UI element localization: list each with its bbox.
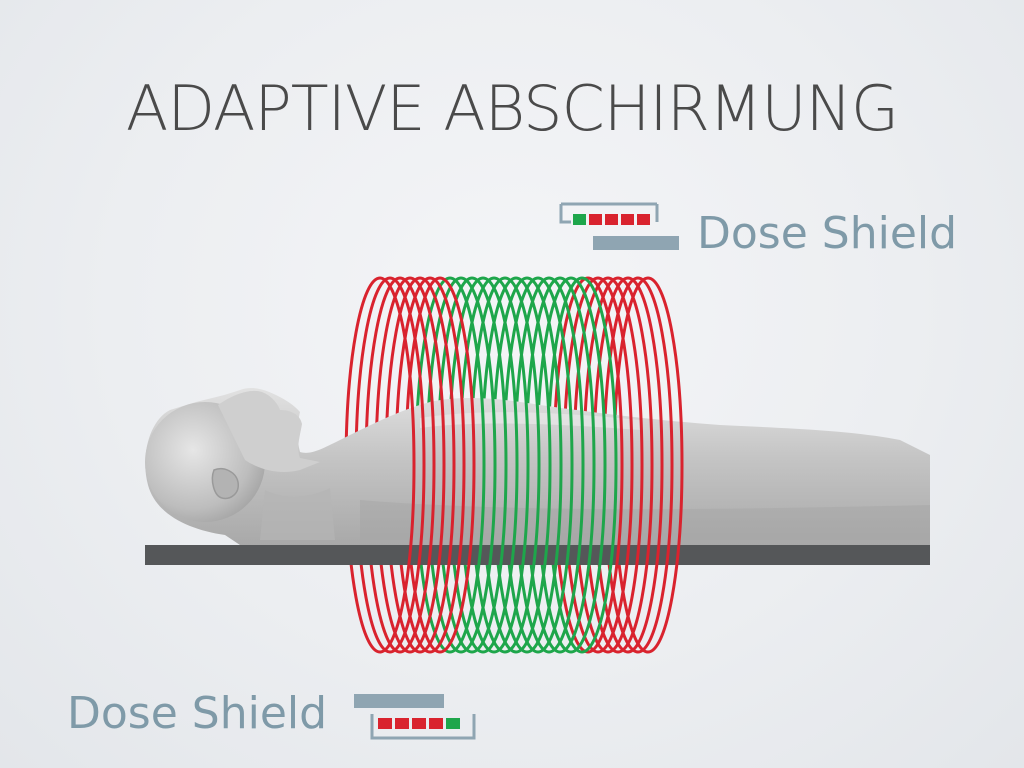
- dose-shield-label-top: Dose Shield: [697, 208, 958, 259]
- gantry-ring-front: [570, 276, 607, 654]
- indicator-segment-red: [378, 718, 392, 729]
- gantry-ring-front: [587, 276, 624, 654]
- gantry-ring-front: [429, 276, 466, 654]
- gantry-ring-front: [581, 276, 618, 654]
- gantry-ring-front: [482, 276, 519, 654]
- gantry-ring-front: [617, 276, 654, 654]
- indicator-segment-red: [637, 214, 650, 225]
- gantry-ring-front: [419, 276, 456, 654]
- indicator-segment-red: [412, 718, 426, 729]
- gantry-ring-front: [627, 276, 664, 654]
- gantry-ring-front: [526, 276, 563, 654]
- gantry-ring-front: [637, 276, 674, 654]
- indicator-segment-red: [429, 718, 443, 729]
- scanner-gantry-rings-front: [379, 276, 684, 654]
- gantry-ring-front: [607, 276, 644, 654]
- indicator-segment-red: [605, 214, 618, 225]
- dose-shield-label-bottom: Dose Shield: [67, 688, 328, 739]
- gantry-ring-front: [389, 276, 426, 654]
- gantry-ring-front: [493, 276, 530, 654]
- gantry-ring-front: [409, 276, 446, 654]
- gantry-ring-front: [449, 276, 486, 654]
- gantry-ring-front: [439, 276, 476, 654]
- gantry-ring-front: [471, 276, 508, 654]
- gantry-ring-front: [597, 276, 634, 654]
- dose-shield-indicator-icon: [354, 694, 476, 740]
- indicator-segment-red: [395, 718, 409, 729]
- slide-title: ADAPTIVE ABSCHIRMUNG: [125, 72, 899, 145]
- gantry-ring-front: [559, 276, 596, 654]
- gantry-ring-front: [399, 276, 436, 654]
- gantry-ring-front: [460, 276, 497, 654]
- indicator-segment-green: [446, 718, 460, 729]
- gantry-ring-front: [515, 276, 552, 654]
- gantry-ring-front: [537, 276, 574, 654]
- gantry-ring-front: [379, 276, 416, 654]
- dose-shield-indicator-icon: [559, 202, 679, 250]
- gantry-ring-front: [548, 276, 585, 654]
- gantry-ring-front: [647, 276, 684, 654]
- gantry-ring-front: [504, 276, 541, 654]
- indicator-segment-green: [573, 214, 586, 225]
- patient-table: [145, 545, 930, 565]
- indicator-segment-red: [621, 214, 634, 225]
- indicator-segment-red: [589, 214, 602, 225]
